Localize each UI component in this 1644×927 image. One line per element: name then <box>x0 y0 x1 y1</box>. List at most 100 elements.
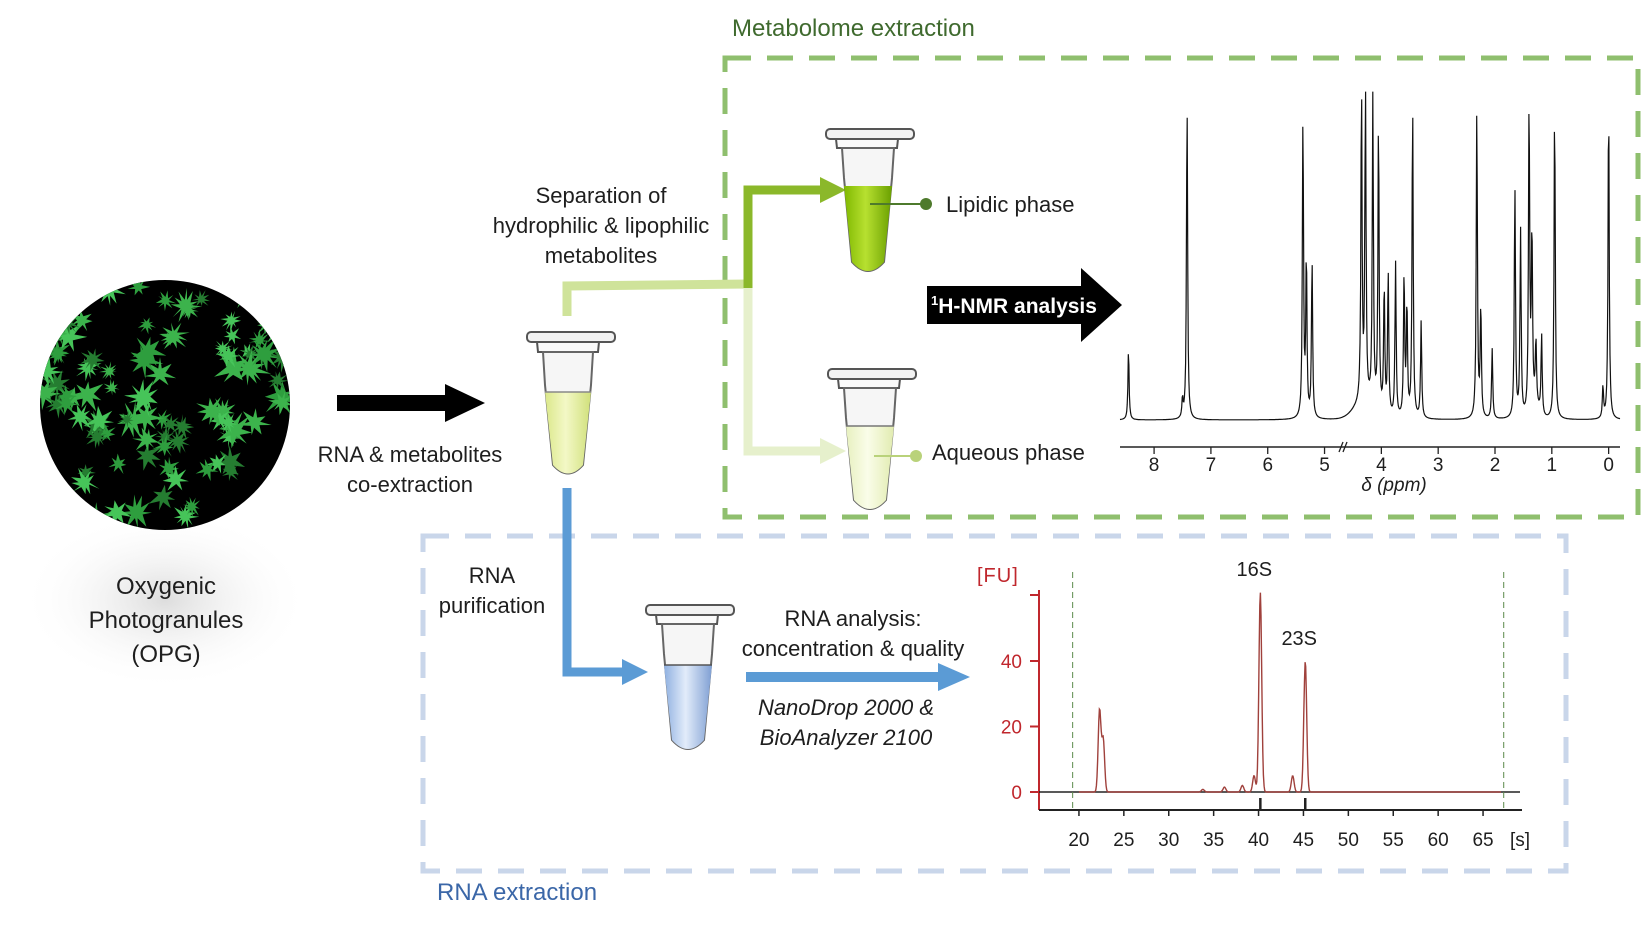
photogranule <box>118 494 152 529</box>
photogranule <box>173 502 200 529</box>
electro-x-tick-label: 25 <box>1113 830 1134 851</box>
nmr-tick-label: 3 <box>1433 455 1444 476</box>
photogranule <box>99 361 117 380</box>
photogranule <box>248 337 282 372</box>
photogranule <box>70 309 93 333</box>
separation-label-line1: Separation of <box>536 183 668 208</box>
nmr-tick-label: 8 <box>1149 455 1160 476</box>
electro-x-tick-label: 35 <box>1203 830 1224 851</box>
nmr-tick-label: 1 <box>1547 455 1558 476</box>
photogranule <box>195 458 219 482</box>
photogranule <box>40 378 62 411</box>
photogranule <box>136 443 162 471</box>
opg-label-line3: (OPG) <box>131 641 200 668</box>
photogranule <box>154 409 172 430</box>
instruments-label-line1: NanoDrop 2000 & <box>758 695 934 720</box>
rna-analysis-label-line2: concentration & quality <box>742 636 965 661</box>
electro-x-axis-label: [s] <box>1510 830 1530 851</box>
electro-y-tick-label: 20 <box>1001 718 1022 739</box>
nmr-spectrum-trace <box>1119 91 1621 421</box>
separation-label-line2: hydrophilic & lipophilic <box>493 213 709 238</box>
svg-text:1H-NMR analysis: 1H-NMR analysis <box>931 293 1097 318</box>
coextraction-tube <box>526 331 616 475</box>
nmr-x-axis-label: δ (ppm) <box>1361 475 1426 496</box>
photogranule <box>219 426 242 449</box>
nmr-tick-label: 5 <box>1319 455 1330 476</box>
photogranule <box>132 427 159 451</box>
photogranule <box>220 310 242 331</box>
photogranule <box>253 285 281 310</box>
opg-label-line2: Photogranules <box>89 607 244 634</box>
nmr-arrow-superscript: 1 <box>931 293 938 308</box>
photogranule <box>132 336 167 367</box>
electro-y-tick-label: 0 <box>1011 783 1022 804</box>
electro-x-tick-label: 40 <box>1248 830 1269 851</box>
photogranule <box>264 381 290 414</box>
photogranule <box>117 410 134 429</box>
nmr-axis-break <box>1338 441 1348 453</box>
photogranule <box>230 349 272 386</box>
rna-box-title: RNA extraction <box>437 879 597 906</box>
electro-x-tick-label: 65 <box>1472 830 1493 851</box>
photogranule <box>48 286 72 310</box>
photogranule <box>267 371 289 390</box>
nmr-arrow-label: H-NMR analysis <box>938 295 1097 318</box>
photogranule <box>248 329 271 352</box>
photogranule <box>217 412 238 433</box>
photogranule <box>67 404 92 432</box>
aqueous-tube <box>827 368 917 510</box>
photogranule <box>214 340 233 358</box>
photogranule <box>127 280 151 296</box>
electro-trace <box>1078 592 1501 793</box>
electro-x-tick-label: 20 <box>1068 830 1089 851</box>
photogranule <box>262 310 286 335</box>
separation-label-line3: metabolites <box>545 243 658 268</box>
opg-label-line1: Oxygenic <box>116 573 216 600</box>
electro-peak-label: 23S <box>1281 628 1317 650</box>
aqueous-phase-label: Aqueous phase <box>932 440 1085 465</box>
photogranule <box>54 321 88 352</box>
photogranule <box>124 379 158 418</box>
rna-purification-label-line2: purification <box>439 593 545 618</box>
coextraction-label-line2: co-extraction <box>347 472 473 497</box>
photogranule <box>215 344 241 368</box>
photogranule <box>222 461 239 482</box>
electro-peak-label: 16S <box>1237 559 1273 581</box>
photogranule <box>71 467 100 495</box>
photogranule <box>71 381 104 412</box>
photogranule <box>191 290 211 307</box>
rna-tube <box>645 604 735 750</box>
photogranule <box>57 384 78 407</box>
photogranule <box>152 434 174 457</box>
photogranule <box>155 290 177 312</box>
electro-x-tick-label: 30 <box>1158 830 1179 851</box>
photogranule <box>162 465 189 491</box>
rna-analysis-label-line1: RNA analysis: <box>785 606 922 631</box>
photogranule <box>168 428 190 454</box>
photogranule <box>183 496 201 518</box>
photogranule <box>127 401 164 435</box>
electro-y-axis-label: [FU] <box>977 565 1019 587</box>
photogranule <box>54 393 78 415</box>
lipidic-phase-pointer <box>870 198 932 210</box>
photogranule <box>108 453 127 475</box>
separation-arrows <box>562 177 846 464</box>
photogranule <box>48 344 69 364</box>
lipidic-phase-label: Lipidic phase <box>946 192 1074 217</box>
coextraction-arrow <box>337 384 485 422</box>
photogranule <box>268 391 290 416</box>
photogranule <box>245 285 284 319</box>
nmr-tick-label: 7 <box>1206 455 1217 476</box>
lipidic-tube <box>825 128 915 272</box>
photogranule <box>40 291 63 317</box>
opg-image <box>20 280 310 690</box>
rna-purification-label-line1: RNA <box>469 563 516 588</box>
photogranule <box>80 348 105 372</box>
photogranule <box>154 425 175 447</box>
photogranule <box>102 500 132 526</box>
photogranule <box>95 422 116 442</box>
photogranule <box>83 405 114 435</box>
photogranule <box>76 355 102 382</box>
